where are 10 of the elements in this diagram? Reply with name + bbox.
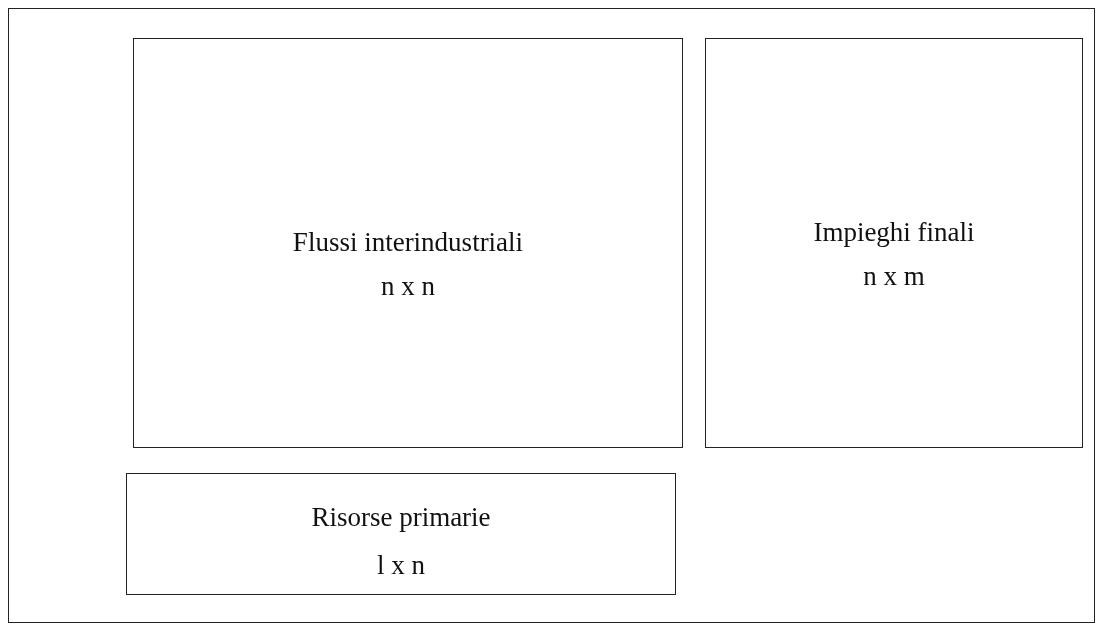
- matrix-dimension: l x n: [377, 550, 425, 581]
- matrix-dimension: n x n: [381, 271, 435, 302]
- block-title: Flussi interindustriali: [292, 227, 524, 258]
- matrix-dimension: n x m: [863, 261, 925, 292]
- matrix-block: [705, 38, 1083, 448]
- table-frame: [8, 8, 1095, 623]
- block-title: Risorse primarie: [311, 502, 491, 533]
- matrix-block: [133, 38, 683, 448]
- matrix-block: [126, 473, 676, 595]
- block-title: Impieghi finali: [813, 217, 975, 248]
